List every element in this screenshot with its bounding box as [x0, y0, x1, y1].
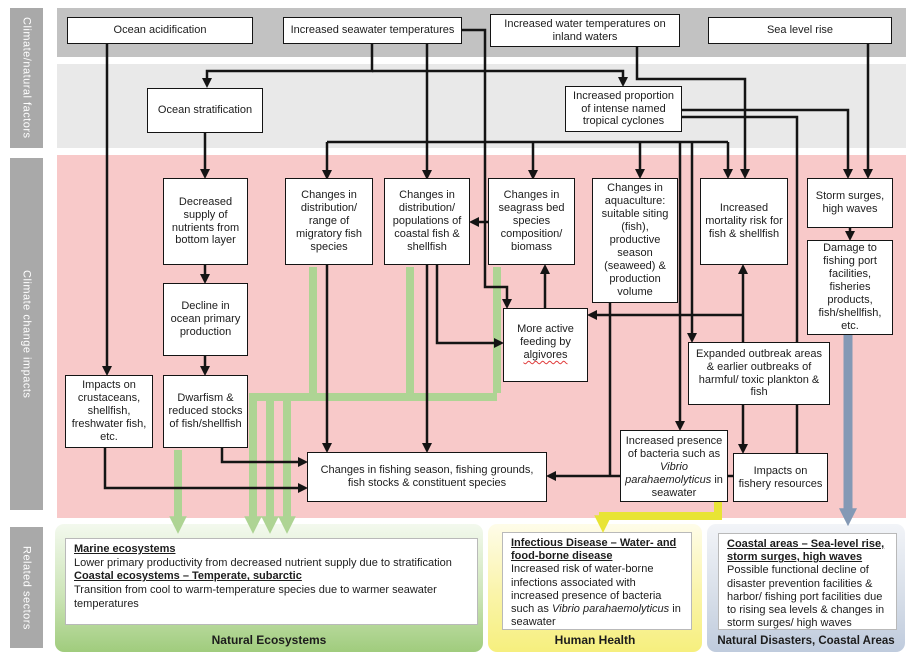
coastal-ecosystems-body: Transition from cool to warm-temperature… [74, 583, 437, 610]
sector-coastal-areas: Coastal areas – Sea-level rise, storm su… [707, 524, 905, 652]
box-sea-level-rise: Sea level rise [708, 17, 892, 44]
box-coastal-fish-distribution: Changes in distribution/ populations of … [384, 178, 470, 265]
sidebar-label-climate-change-impacts: Climate change impacts [10, 158, 43, 510]
coastal-ecosystems-heading: Coastal ecosystems – Temperate, subarcti… [74, 570, 302, 583]
box-tropical-cyclones: Increased proportion of intense named tr… [565, 86, 682, 132]
marine-ecosystems-heading: Marine ecosystems [74, 543, 176, 555]
infectious-disease-body-post: in seawater [511, 602, 681, 629]
vibrio-species-italic-box: Vibrio parahaemolyticus [625, 460, 712, 486]
box-seagrass-bed-changes: Changes in seagrass bed species composit… [488, 178, 575, 265]
coastal-areas-label: Natural Disasters, Coastal Areas [717, 635, 895, 647]
human-health-text: Infectious Disease – Water- and food-bor… [502, 532, 692, 630]
box-ocean-acidification: Ocean acidification [67, 17, 253, 44]
coastal-areas-heading: Coastal areas – Sea-level rise, storm su… [727, 538, 885, 564]
box-ocean-stratification: Ocean stratification [147, 88, 263, 133]
box-decreased-nutrients: Decreased supply of nutrients from botto… [163, 178, 248, 265]
box-migratory-fish-distribution: Changes in distribution/ range of migrat… [285, 178, 373, 265]
sector-natural-ecosystems: Marine ecosystems Lower primary producti… [55, 524, 483, 652]
infectious-disease-body-pre: Increased risk of water-borne infections… [511, 563, 662, 615]
box-seawater-temperatures: Increased seawater temperatures [283, 17, 462, 44]
box-primary-production-decline: Decline in ocean primary production [163, 283, 248, 356]
box-aquaculture-changes: Changes in aquaculture: suitable siting … [592, 178, 678, 303]
box-storm-surges: Storm surges, high waves [807, 178, 893, 228]
human-health-label: Human Health [554, 633, 636, 647]
box-algivore-feeding: More active feeding by algivores [503, 308, 588, 382]
coastal-areas-body: Possible functional decline of disaster … [727, 564, 885, 630]
box-fishing-port-damage: Damage to fishing port facilities, fishe… [807, 240, 893, 335]
box-mortality-risk: Increased mortality risk for fish & shel… [700, 178, 788, 265]
box-fishery-resource-impacts: Impacts on fishery resources [733, 453, 828, 502]
box-fishing-season-changes: Changes in fishing season, fishing groun… [307, 452, 547, 502]
box-inland-water-temperatures: Increased water temperatures on inland w… [490, 14, 680, 47]
box-plankton-outbreaks: Expanded outbreak areas & earlier outbre… [688, 342, 830, 405]
coastal-areas-text: Coastal areas – Sea-level rise, storm su… [718, 533, 897, 630]
box-vibrio-bacteria: Increased presence of bacteria such as V… [620, 430, 728, 502]
marine-ecosystems-body: Lower primary productivity from decrease… [74, 556, 452, 569]
sidebar-label-related-sectors: Related sectors [10, 527, 43, 648]
infectious-disease-heading: Infectious Disease – Water- and food-bor… [511, 537, 677, 563]
box-dwarfism-reduced-stocks: Dwarfism & reduced stocks of fish/shellf… [163, 375, 248, 448]
algivores-misspell-underline: algivores [523, 348, 568, 361]
sector-human-health: Infectious Disease – Water- and food-bor… [488, 524, 702, 652]
sidebar-label-climate-natural-factors: Climate/natural factors [10, 8, 43, 148]
box-crustacean-impacts: Impacts on crustaceans, shellfish, fresh… [65, 375, 153, 448]
natural-ecosystems-text: Marine ecosystems Lower primary producti… [65, 538, 478, 625]
natural-ecosystems-label: Natural Ecosystems [211, 633, 327, 647]
vibrio-species-italic: Vibrio parahaemolyticus [551, 602, 670, 615]
